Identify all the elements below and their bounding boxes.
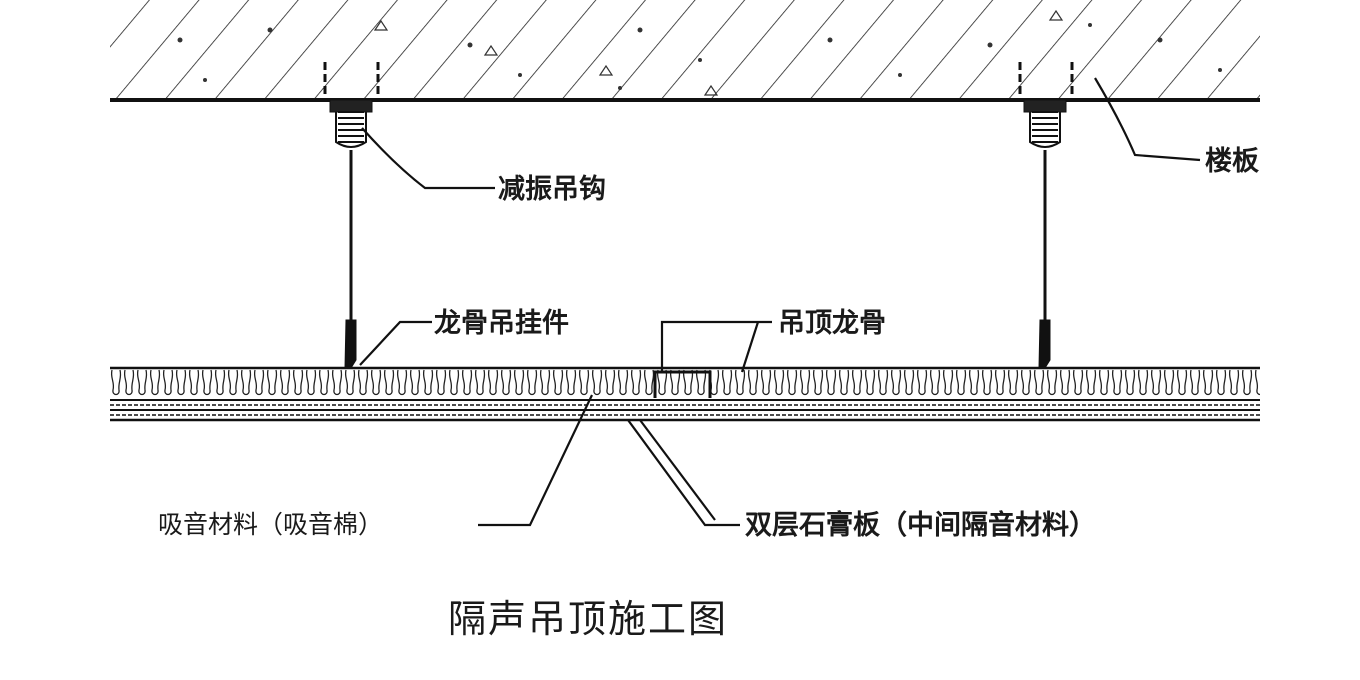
diagram-title: 隔声吊顶施工图: [448, 597, 729, 641]
hanger-left: [323, 62, 380, 369]
label-double-gypsum: 双层石膏板（中间隔音材料）: [745, 510, 1096, 541]
label-absorbing-material: 吸音材料（吸音棉）: [158, 510, 384, 539]
hanger-right: [1018, 62, 1074, 369]
label-ceiling-keel: 吊顶龙骨: [778, 308, 886, 339]
label-damping-hook: 减振吊钩: [498, 174, 606, 205]
floor-slab: [110, 0, 1260, 102]
leader-lines: [359, 77, 1201, 527]
label-floor-slab: 楼板: [1205, 146, 1259, 177]
label-keel-hanger: 龙骨吊挂件: [434, 308, 569, 339]
ceiling-keel: [653, 370, 712, 398]
gypsum-board-layers: [110, 404, 1260, 422]
